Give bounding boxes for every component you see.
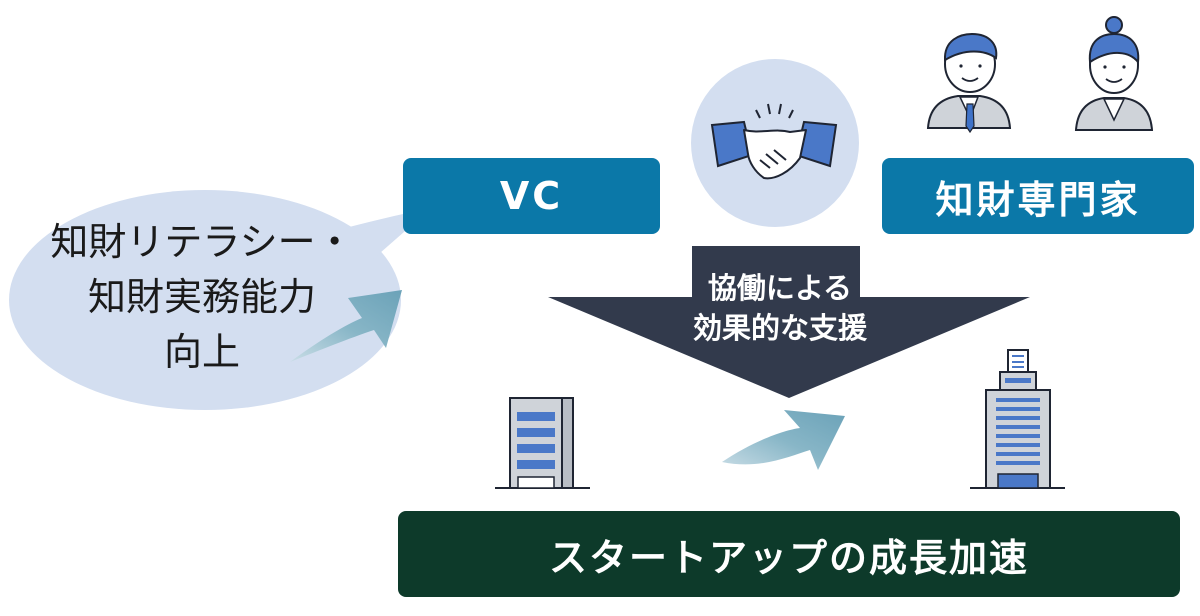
- bubble-line-1: 知財リテラシー・: [50, 220, 354, 264]
- collaboration-funnel: [548, 246, 1030, 398]
- ip-expert-label: 知財専門家: [935, 177, 1141, 222]
- bubble-line-3: 向上: [163, 330, 240, 374]
- collaboration-text: 協働による 効果的な支援: [650, 268, 910, 348]
- tall-building-icon: [970, 349, 1065, 489]
- bubble-line-2: 知財実務能力: [87, 275, 316, 319]
- growth-arrow-icon: [722, 410, 845, 470]
- startup-growth-box: スタートアップの成長加速: [398, 511, 1180, 597]
- small-building-icon: [495, 397, 590, 489]
- literacy-bubble-text: 知財リテラシー・ 知財実務能力 向上: [22, 215, 382, 380]
- female-expert-icon: [1074, 16, 1154, 131]
- vc-label: VC: [499, 174, 564, 218]
- bubble-arrow-icon: [290, 290, 402, 362]
- collaboration-line-1: 協働による: [707, 271, 853, 305]
- startup-growth-label: スタートアップの成長加速: [548, 535, 1029, 580]
- collaboration-line-2: 効果的な支援: [692, 311, 867, 345]
- vc-box: VC: [403, 158, 660, 234]
- male-expert-icon: [926, 32, 1012, 134]
- ip-expert-box: 知財専門家: [882, 158, 1194, 234]
- handshake-icon: [691, 59, 859, 227]
